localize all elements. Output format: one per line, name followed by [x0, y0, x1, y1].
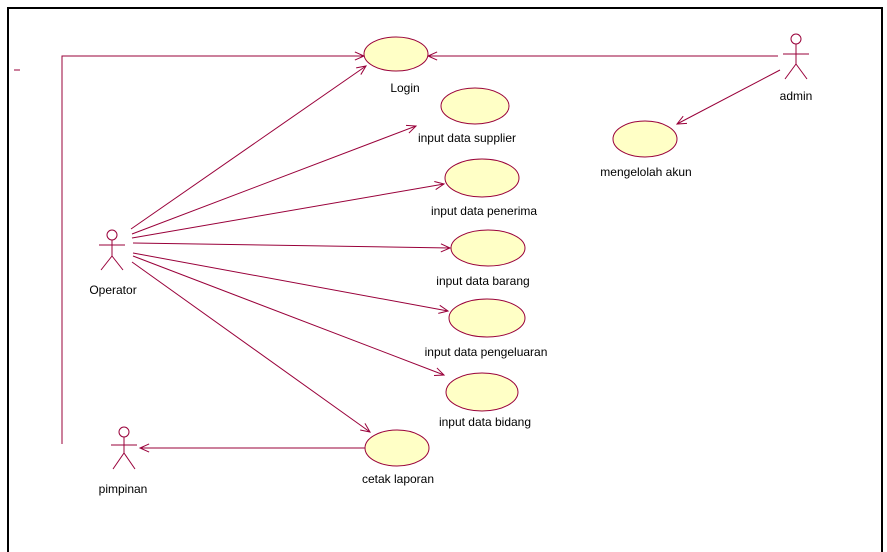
usecase-cetak-laporan-label: cetak laporan	[362, 472, 434, 486]
assoc-operator-supplier-arrowhead	[405, 124, 418, 134]
usecase-input-data-supplier[interactable]: input data supplier	[418, 87, 516, 145]
usecase-input-data-barang[interactable]: input data barang	[436, 229, 530, 288]
usecase-mengelolah-akun-label: mengelolah akun	[600, 165, 691, 179]
assoc-operator-cetak-arrowhead	[360, 423, 371, 433]
assoc-operator-barang	[132, 242, 451, 249]
assoc-operator-login-arrowhead	[356, 65, 368, 75]
assoc-operator-penerima-arrowhead	[434, 181, 446, 190]
assoc-operator-cetak	[131, 261, 371, 433]
assoc-operator-login	[130, 65, 367, 230]
usecase-mengelolah-akun[interactable]: mengelolah akun	[600, 120, 692, 179]
assoc-admin-akun	[676, 69, 781, 125]
assoc-operator-penerima	[131, 183, 445, 239]
actor-pimpinan[interactable]: pimpinan	[99, 426, 148, 496]
actor-pimpinan-label: pimpinan	[99, 482, 148, 496]
assoc-operator-supplier	[131, 125, 417, 235]
usecase-cetak-laporan[interactable]: cetak laporan	[362, 429, 434, 486]
assoc-cetak-pimpinan-arrowhead	[138, 443, 150, 453]
associations	[14, 51, 781, 453]
actor-admin-label: admin	[780, 89, 813, 103]
diagram-frame	[7, 7, 883, 552]
usecase-input-data-pengeluaran[interactable]: input data pengeluaran	[425, 298, 548, 359]
usecase-input-data-supplier-label: input data supplier	[418, 131, 516, 145]
usecase-input-data-bidang[interactable]: input data bidang	[439, 372, 531, 429]
assoc-pimpinan-login	[61, 55, 364, 444]
usecase-input-data-barang-label: input data barang	[436, 274, 529, 288]
assoc-operator-pengeluaran-arrowhead	[438, 304, 450, 314]
usecase-input-data-bidang-label: input data bidang	[439, 415, 531, 429]
usecase-input-data-pengeluaran-label: input data pengeluaran	[425, 345, 548, 359]
usecase-input-data-penerima[interactable]: input data penerima	[431, 158, 537, 218]
usecase-login[interactable]: Login	[363, 36, 429, 95]
assoc-admin-akun-arrowhead	[675, 115, 688, 125]
assoc-operator-bidang	[132, 255, 445, 376]
actor-operator[interactable]: Operator	[89, 229, 137, 297]
usecase-login-label: Login	[390, 81, 419, 95]
actor-admin[interactable]: admin	[780, 33, 813, 103]
usecase-input-data-penerima-label: input data penerima	[431, 204, 537, 218]
actor-operator-label: Operator	[89, 283, 136, 297]
assoc-operator-bidang-arrowhead	[433, 367, 446, 377]
assoc-operator-pengeluaran	[132, 252, 449, 312]
assoc-operator-barang-arrowhead	[440, 243, 452, 253]
